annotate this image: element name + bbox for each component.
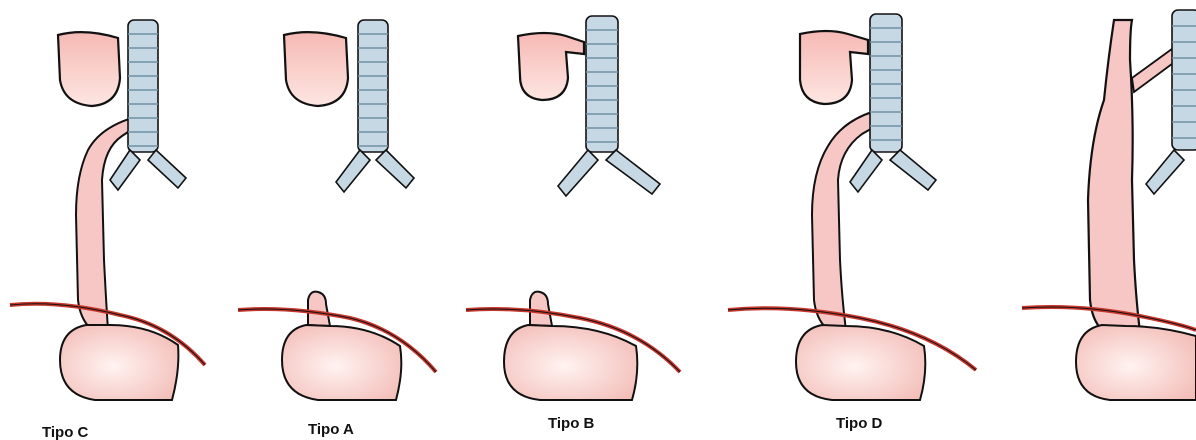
- upper-esophageal-pouch-with-fistula: [800, 31, 868, 104]
- trachea: [110, 20, 186, 190]
- stomach: [282, 325, 401, 400]
- label-tipo-a: Tipo A: [308, 421, 354, 438]
- label-tipo-b: Tipo B: [548, 415, 595, 432]
- panel-tipo-a: [238, 20, 436, 400]
- stomach: [60, 325, 178, 400]
- trachea: [1146, 10, 1196, 194]
- panel-tipo-d: [728, 14, 976, 400]
- stomach: [504, 325, 637, 400]
- stomach: [796, 325, 925, 400]
- distal-esophagus: [76, 118, 134, 330]
- label-tipo-c: Tipo C: [42, 424, 89, 440]
- upper-esophageal-pouch: [284, 32, 348, 106]
- panel-tipo-c: [10, 20, 205, 400]
- trachea: [336, 20, 414, 192]
- upper-esophageal-pouch: [58, 32, 120, 106]
- panel-tipo-b: [466, 16, 680, 400]
- distal-esophageal-stump: [530, 292, 552, 326]
- upper-esophageal-pouch-with-fistula: [518, 33, 584, 100]
- label-tipo-d: Tipo D: [836, 415, 883, 432]
- stomach: [1076, 325, 1196, 400]
- distal-esophageal-stump: [308, 292, 330, 326]
- distal-esophagus: [812, 112, 876, 330]
- esophagus: [1088, 20, 1140, 332]
- panel-cropped-right: [1022, 10, 1196, 400]
